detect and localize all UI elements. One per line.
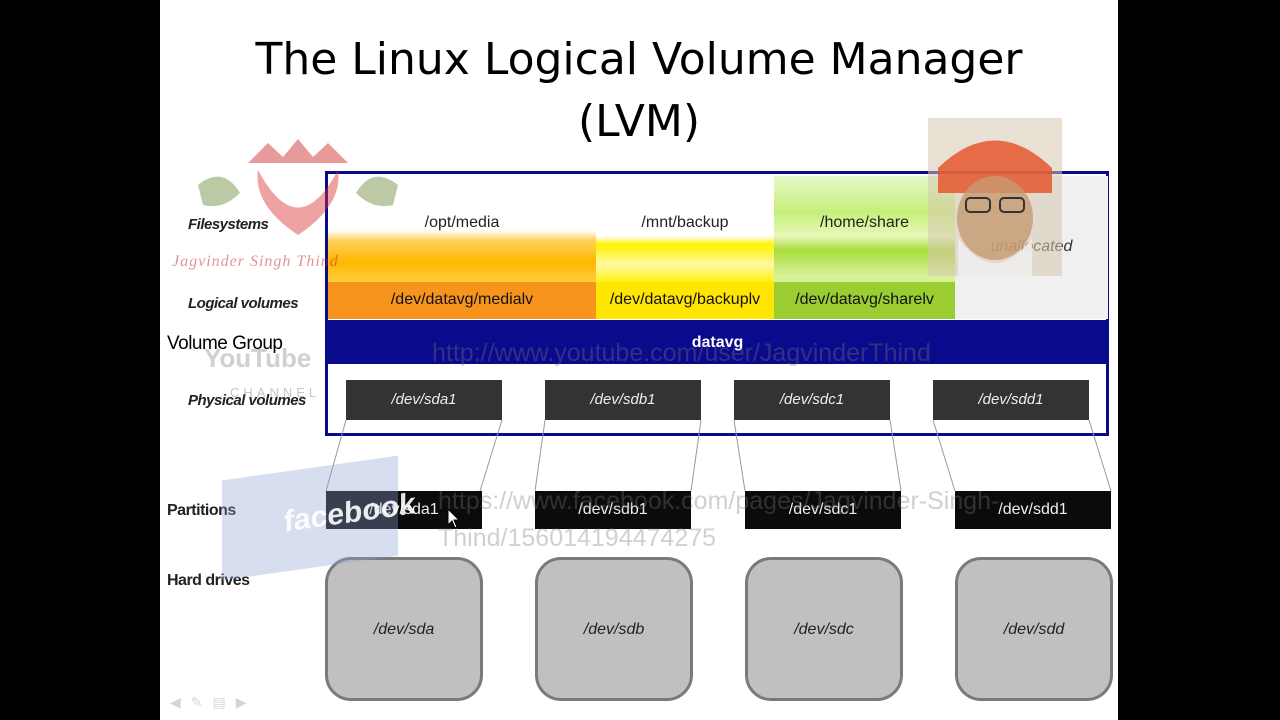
connector-lines (325, 419, 1112, 492)
physical-volume-sdc1: /dev/sdc1 (734, 380, 890, 420)
logical-volume-medialv: /dev/datavg/medialv (328, 282, 596, 319)
menu-icon[interactable]: ▤ (212, 694, 226, 710)
partition-sdb1: /dev/sdb1 (535, 491, 691, 529)
slide-title-line2: (LVM) (577, 96, 701, 147)
hard-drive-sdb: /dev/sdb (535, 557, 693, 701)
channel-text: CHANNEL (230, 385, 321, 400)
partition-sda1: /dev/sda1 (326, 491, 482, 529)
slide-title-line1: The Linux Logical Volume Manager (255, 34, 1023, 85)
volume-group-bar: datavg (328, 320, 1107, 364)
facebook-url-line2: Thind/156014194474275 (438, 524, 717, 552)
svg-text:S: S (290, 174, 307, 207)
partition-sdc1: /dev/sdc1 (745, 491, 901, 529)
crest-logo-icon: S (198, 139, 398, 235)
mouse-cursor-icon (447, 508, 461, 529)
physical-volume-sdd1: /dev/sdd1 (933, 380, 1089, 420)
row-label-partitions: Partitions (167, 502, 236, 519)
pen-icon[interactable]: ✎ (190, 694, 203, 710)
row-label-logical-volumes: Logical volumes (188, 295, 299, 312)
hard-drive-sdc: /dev/sdc (745, 557, 903, 701)
youtube-url: http://www.youtube.com/user/JagvinderThi… (432, 339, 931, 367)
logical-volume-sharelv: /dev/datavg/sharelv (774, 282, 955, 319)
row-label-filesystems: Filesystems (188, 216, 269, 233)
previous-slide-icon[interactable]: ◀ (170, 694, 181, 710)
filesystem-label: /opt/media (424, 214, 500, 231)
row-label-physical-volumes: Physical volumes (188, 392, 306, 409)
hard-drive-sdd: /dev/sdd (955, 557, 1113, 701)
connector-sda (325, 419, 503, 492)
volume-group-label: datavg (691, 334, 744, 351)
slide: The Linux Logical Volume Manager (LVM) /… (160, 0, 1118, 720)
filesystem-label: /mnt/backup (641, 214, 729, 231)
filesystem-label: /home/share (820, 214, 909, 231)
hard-drive-sda: /dev/sda (325, 557, 483, 701)
presenter-photo (928, 118, 1062, 276)
physical-volume-sda1: /dev/sda1 (346, 380, 502, 420)
logical-volume-label: /dev/datavg/medialv (390, 291, 534, 308)
logical-volume-label: /dev/datavg/sharelv (795, 291, 934, 308)
connector-sdb (534, 419, 702, 492)
facebook-logo-text: facebook (284, 487, 416, 539)
connector-sdc (733, 419, 902, 492)
youtube-logo-icon: YouTube (204, 343, 312, 373)
facebook-url-line1: https://www.facebook.com/pages/Jagvinder… (438, 487, 1000, 515)
row-label-volume-group: Volume Group (167, 333, 283, 354)
row-label-hard-drives: Hard drives (167, 572, 250, 589)
next-slide-icon[interactable]: ▶ (235, 694, 247, 710)
physical-volume-sdb1: /dev/sdb1 (545, 380, 701, 420)
connector-sdd (932, 419, 1112, 492)
logical-volume-backuplv: /dev/datavg/backuplv (596, 282, 774, 319)
partition-sdd1: /dev/sdd1 (955, 491, 1111, 529)
slideshow-controls[interactable]: ◀ ✎ ▤ ▶ (170, 694, 247, 711)
logo-text: Jagvinder Singh Thind (172, 253, 339, 270)
logical-volume-label: /dev/datavg/backuplv (609, 291, 761, 308)
